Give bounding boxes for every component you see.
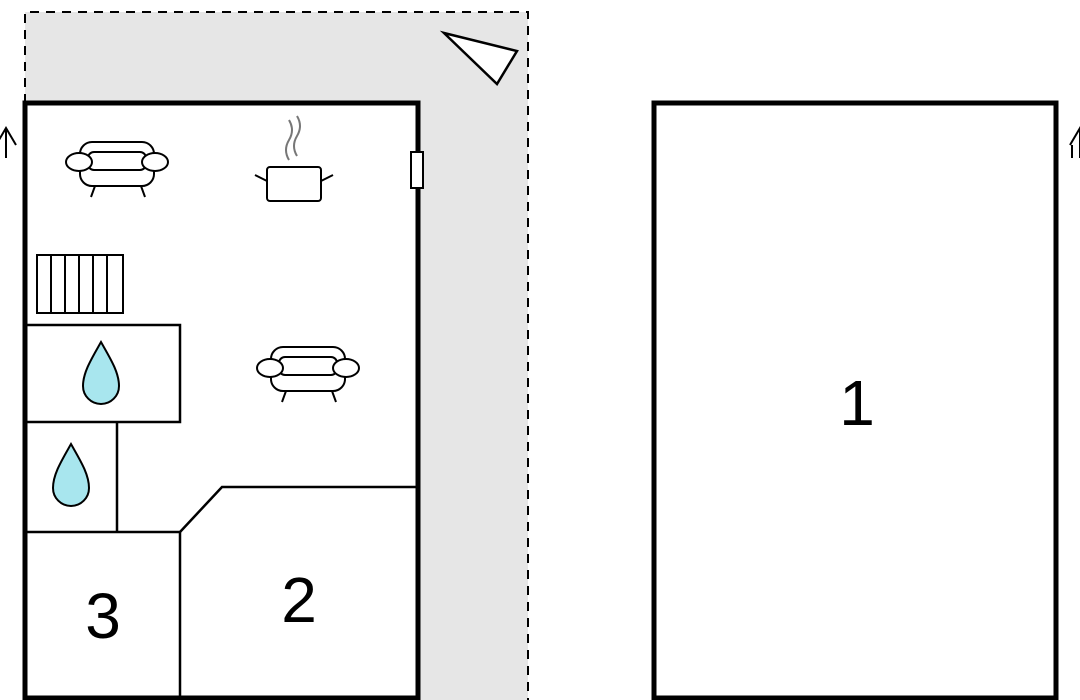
entrance-arrow-icon [1069, 126, 1080, 158]
cooking-pot-icon [254, 115, 334, 202]
interior-walls [25, 323, 418, 698]
sofa-icon [256, 346, 360, 403]
compass-pointer-icon [439, 30, 519, 86]
sofa-icon [65, 141, 169, 198]
window-icon [410, 151, 424, 189]
water-drop-icon [81, 339, 121, 405]
room-label-1: 1 [839, 367, 875, 439]
radiator-icon [36, 254, 124, 314]
water-drop-icon [51, 441, 91, 507]
room-label-2: 2 [281, 564, 317, 636]
room-label-3: 3 [85, 580, 121, 652]
right-floor-outline [651, 100, 1059, 700]
terrace-area [24, 11, 529, 700]
entrance-arrow-icon [0, 126, 17, 158]
left-floor-outline [22, 100, 421, 700]
